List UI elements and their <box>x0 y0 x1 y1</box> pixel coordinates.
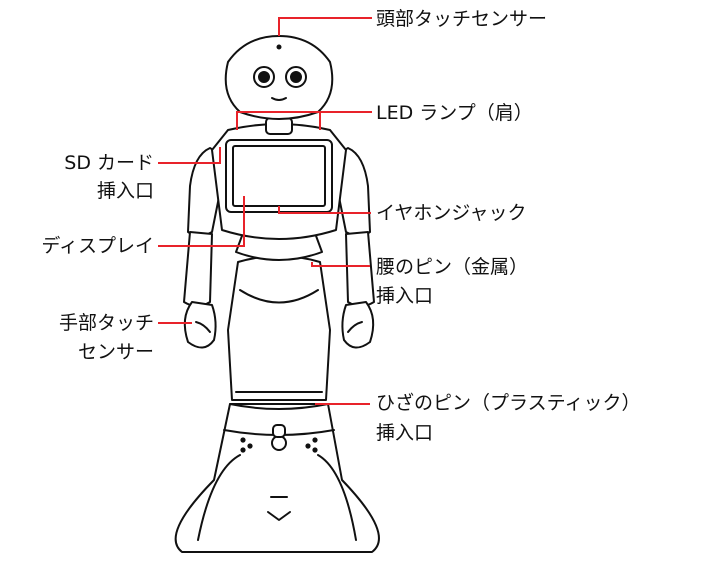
right-forearm <box>345 231 375 307</box>
led-lamp-callout <box>236 111 372 130</box>
display-label: ディスプレイ <box>41 235 154 257</box>
sd-card-slot-label: 挿入口 <box>96 180 154 202</box>
sd-card-label: SD カード <box>64 152 154 174</box>
led-lamp-label: LED ランプ（肩） <box>376 102 533 124</box>
tablet-screen <box>232 145 326 207</box>
robot-head <box>224 35 334 120</box>
robot-base <box>174 403 380 553</box>
right-hand <box>341 301 375 349</box>
robot-leg <box>227 255 331 401</box>
sd-card-callout <box>158 147 221 164</box>
hand-touch-label: 手部タッチ <box>58 312 154 334</box>
head-touch-sensor-label: 頭部タッチセンサー <box>376 8 548 30</box>
left-forearm <box>183 231 213 307</box>
knee-pin-slot-label: 挿入口 <box>376 422 434 444</box>
knee-pin-label: ひざのピン（プラスティック） <box>376 392 641 414</box>
callout-lines <box>158 17 372 405</box>
waist-pin-slot-label: 挿入口 <box>376 285 434 307</box>
hand-touch-sensor-label: センサー <box>77 341 154 363</box>
display-callout <box>158 196 245 247</box>
left-hand <box>183 301 217 349</box>
earphone-jack-callout <box>278 206 371 214</box>
waist-pin-label: 腰のピン（金属） <box>376 256 529 278</box>
base-sensor-icon <box>271 435 287 451</box>
head-touch-callout <box>278 17 372 36</box>
earphone-jack-label: イヤホンジャック <box>376 202 527 224</box>
waist-pin-callout <box>311 262 370 267</box>
